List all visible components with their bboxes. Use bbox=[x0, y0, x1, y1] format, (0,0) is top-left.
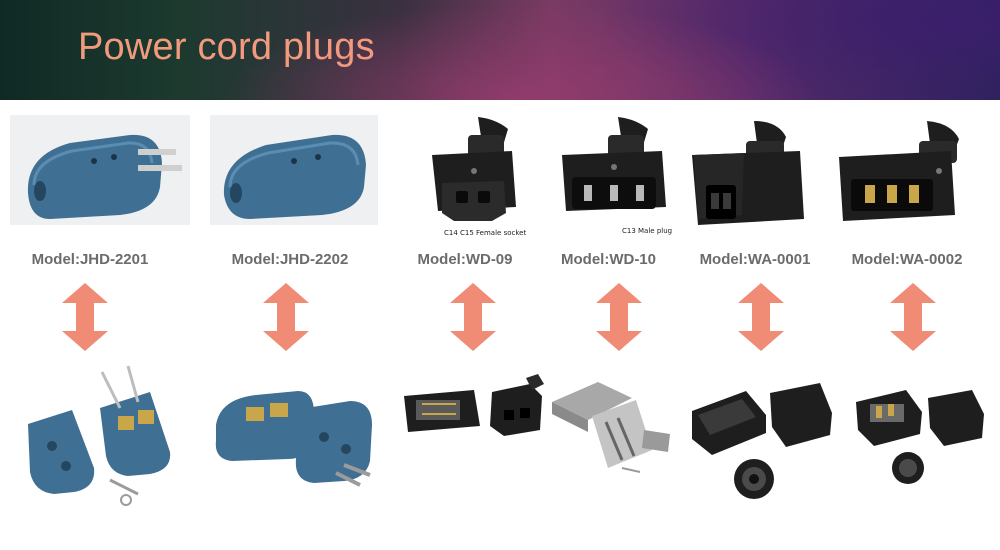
double-arrow-icon bbox=[890, 283, 936, 351]
product-photo-jhd-2201 bbox=[10, 115, 190, 225]
product-disassembled-wa-0002 bbox=[850, 372, 990, 490]
product-disassembled-wd-09 bbox=[400, 370, 548, 445]
model-label-wd-09: Model:WD-09 bbox=[417, 251, 513, 268]
double-arrow-icon bbox=[62, 283, 108, 351]
product-disassembled-jhd-2202 bbox=[210, 375, 385, 505]
caption-wd-09: C14 C15 Female socket bbox=[444, 229, 527, 237]
page-title: Power cord plugs bbox=[78, 26, 375, 68]
product-disassembled-wd-10 bbox=[548, 372, 678, 480]
caption-wd-10: C13 Male plug bbox=[622, 227, 673, 235]
double-arrow-icon bbox=[738, 283, 784, 351]
product-photo-wd-09 bbox=[412, 115, 542, 235]
product-photo-wa-0002 bbox=[835, 115, 975, 237]
model-label-jhd-2201: Model:JHD-2201 bbox=[31, 251, 149, 268]
product-disassembled-wa-0001 bbox=[682, 355, 840, 510]
product-disassembled-jhd-2201 bbox=[10, 362, 190, 512]
model-label-wd-10: Model:WD-10 bbox=[561, 251, 656, 268]
product-photo-jhd-2202 bbox=[210, 115, 378, 225]
double-arrow-icon bbox=[596, 283, 642, 351]
product-photo-wa-0001 bbox=[684, 115, 822, 237]
product-photo-wd-10 bbox=[552, 115, 682, 235]
double-arrow-icon bbox=[263, 283, 309, 351]
model-label-wa-0002: Model:WA-0002 bbox=[851, 251, 963, 268]
double-arrow-icon bbox=[450, 283, 496, 351]
header-banner bbox=[0, 0, 1000, 100]
model-label-wa-0001: Model:WA-0001 bbox=[699, 251, 811, 268]
model-label-jhd-2202: Model:JHD-2202 bbox=[231, 251, 349, 268]
